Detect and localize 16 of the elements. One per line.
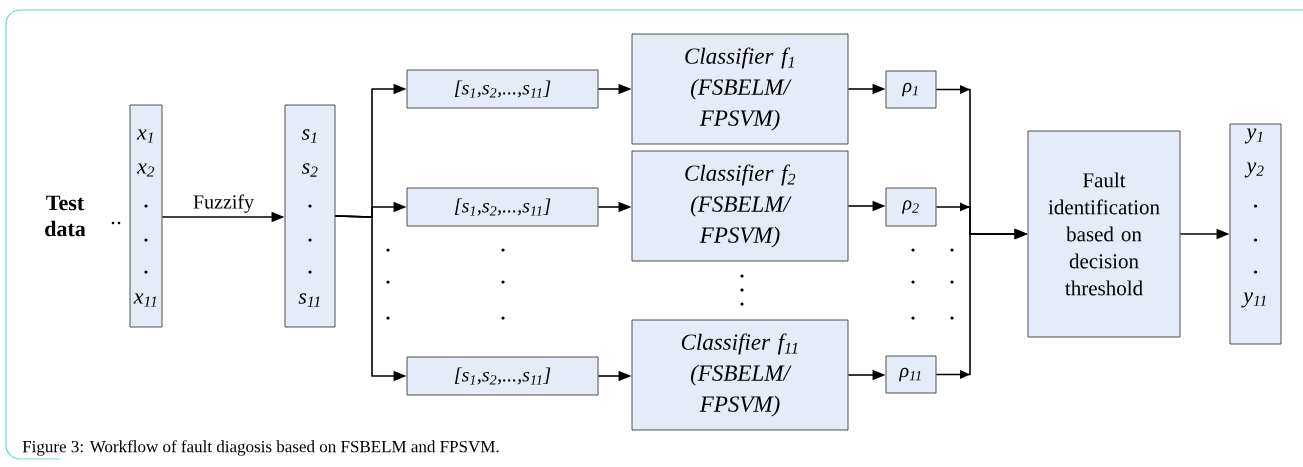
classifier-box: Classifier f$_{2}$ (FSBELM/ FPSVM) [631,150,849,262]
process-box: Fault identification based on decision threshold [1027,130,1181,338]
output-box: ρ$_{2}$ [885,187,937,227]
vector-box: [s$_{1}$,s$_{2}$,...,s$_{11}$] [406,187,599,227]
vector-column: y$_{1}$ y$_{2}$ y$_{11}$ [1229,123,1282,345]
output-box: ρ$_{1}$ [885,70,937,109]
classifier-box: Classifier f$_{1}$ (FSBELM/ FPSVM) [631,33,849,145]
output-box: ρ$_{11}$ [885,355,937,394]
vector-box: [s$_{1}$,s$_{2}$,...,s$_{11}$] [406,356,599,396]
vector-column: x$_{1}$ x$_{2}$ x$_{11}$ [129,104,163,328]
vector-column: s$_{1}$ s$_{2}$ s$_{11}$ [284,104,336,328]
classifier-box: Classifier f$_{11}$ (FSBELM/ FPSVM) [631,319,849,431]
vector-box: [s$_{1}$,s$_{2}$,...,s$_{11}$] [406,69,599,109]
caption: Figure 3: Workflow of fault diagosis based on FSBELM and FPSVM. [22,440,499,456]
edge-label: Fuzzify [191,193,256,214]
text-label: Test data [45,195,86,237]
